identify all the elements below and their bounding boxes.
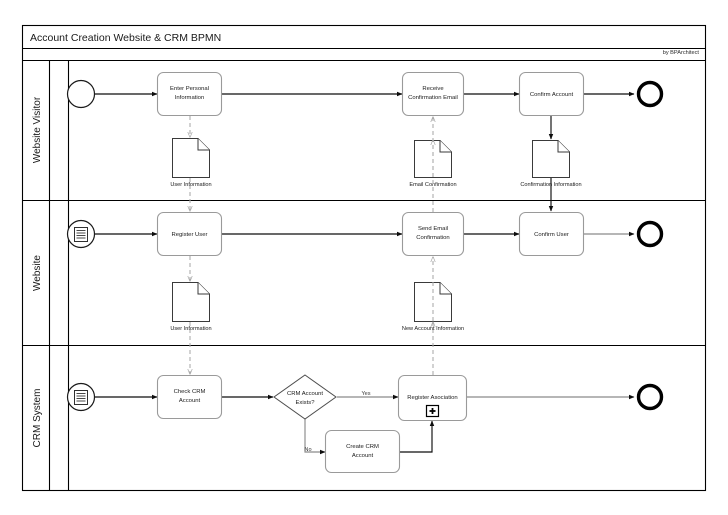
- task-create-crm-account-label-2: Account: [352, 453, 374, 459]
- task-check-crm-account-label-1: Check CRM: [174, 389, 206, 395]
- task-confirm-account[interactable]: Confirm Account: [518, 71, 585, 117]
- flow-label-yes: Yes: [361, 391, 370, 397]
- gateway-crm-account-exists[interactable]: CRM Account Exists?: [273, 374, 337, 420]
- task-send-email-confirmation[interactable]: Send Email Confirmation: [401, 211, 465, 257]
- task-create-crm-account[interactable]: Create CRM Account: [324, 429, 401, 474]
- task-confirm-user[interactable]: Confirm User: [518, 211, 585, 257]
- task-enter-personal-information[interactable]: Enter Personal Information: [156, 71, 223, 117]
- data-object-user-information-visitor-label: User Information: [170, 182, 211, 188]
- data-object-user-information-website[interactable]: User Information: [170, 282, 212, 333]
- data-object-user-information-visitor[interactable]: User Information: [170, 138, 212, 189]
- task-confirm-account-label-1: Confirm Account: [530, 92, 574, 98]
- start-event-crm-rule[interactable]: [66, 382, 96, 412]
- task-check-crm-account[interactable]: Check CRM Account: [156, 374, 223, 420]
- task-enter-personal-information-label-1: Enter Personal: [170, 86, 209, 92]
- diagram-title: Account Creation Website & CRM BPMN: [30, 32, 221, 44]
- task-register-user-label-1: Register User: [171, 232, 207, 238]
- lane-website-visitor-content: Enter Personal Information Receive Confi…: [66, 71, 664, 189]
- flow-label-no: No: [304, 447, 311, 453]
- diagram-credit: by BPArchitect: [663, 50, 700, 56]
- end-event-crm[interactable]: [636, 383, 664, 411]
- end-event-website-visitor[interactable]: [636, 80, 664, 108]
- task-send-email-confirmation-label-2: Confirmation: [416, 235, 449, 241]
- flow-create-crm-to-register-asociation: [399, 420, 435, 453]
- task-check-crm-account-label-2: Account: [179, 398, 201, 404]
- start-event-website-rule[interactable]: [66, 219, 96, 249]
- collapsed-subprocess-marker-icon: [425, 404, 440, 418]
- task-enter-personal-information-label-2: Information: [175, 95, 204, 101]
- lane-label-crm-system: CRM System: [32, 389, 43, 448]
- task-receive-confirmation-email-label-1: Receive: [422, 86, 444, 92]
- task-register-asociation-label-1: Register Asociation: [407, 395, 457, 401]
- lane-band-group: Website Visitor Website CRM System: [22, 60, 706, 491]
- flow-gateway-no-to-create-crm: [304, 419, 326, 455]
- task-send-email-confirmation-label-1: Send Email: [418, 226, 448, 232]
- data-object-email-confirmation-label: Email Confirmation: [409, 182, 456, 188]
- lane-label-website-visitor: Website Visitor: [32, 96, 43, 163]
- end-event-website[interactable]: [636, 220, 664, 248]
- task-create-crm-account-label-1: Create CRM: [346, 444, 379, 450]
- lane-label-website: Website: [32, 255, 43, 291]
- lane-website-content: Register User Send Email Confirmation Co…: [66, 140, 664, 333]
- pool-container: Account Creation Website & CRM BPMN by B…: [21, 24, 707, 492]
- gateway-crm-account-exists-label-2: Exists?: [296, 400, 316, 406]
- task-register-user[interactable]: Register User: [156, 211, 223, 257]
- data-object-user-information-website-label: User Information: [170, 326, 211, 332]
- task-receive-confirmation-email-label-2: Confirmation Email: [408, 95, 458, 101]
- lane-crm-system-content: Check CRM Account CRM Account Exists? Ye…: [66, 322, 664, 474]
- task-confirm-user-label-1: Confirm User: [534, 232, 569, 238]
- gateway-crm-account-exists-label-1: CRM Account: [287, 391, 323, 397]
- pool-outer-frame: [21, 24, 707, 492]
- task-register-asociation[interactable]: Register Asociation: [397, 374, 468, 422]
- task-receive-confirmation-email[interactable]: Receive Confirmation Email: [401, 71, 465, 117]
- start-event-website-visitor[interactable]: [66, 79, 96, 109]
